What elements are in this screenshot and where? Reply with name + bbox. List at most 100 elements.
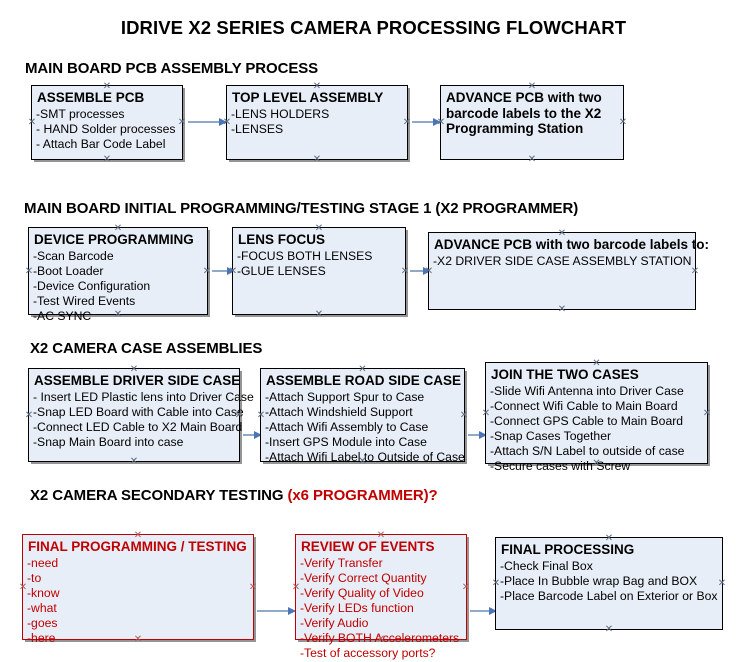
node-advance-pcb-programming-station[interactable]: ADVANCE PCB with two barcode labels to t… [440,85,624,160]
connector-road-case-to-join-cases [468,430,487,439]
node-line: -Scan Barcode [33,248,114,263]
node-line: -Slide Wifi Antenna into Driver Case [490,383,684,398]
section-heading-text: MAIN BOARD PCB ASSEMBLY PROCESS [25,60,319,77]
node-title: LENS FOCUS [238,232,326,247]
node-line: -Verify Correct Quantity [300,570,427,585]
node-line: -SMT processes [36,106,125,121]
node-line: -Test Wired Events [33,293,136,308]
node-lines: -FOCUS BOTH LENSES -GLUE LENSES [233,249,405,280]
node-line: -Snap Cases Together [490,428,612,443]
node-lines: -Slide Wifi Antenna into Driver Case -Co… [486,384,707,474]
node-lines: -Check Final Box -Place In Bubble wrap B… [496,559,722,605]
node-line: -Connect Wifi Cable to Main Board [490,398,678,413]
node-title: DEVICE PROGRAMMING [34,232,194,247]
node-top-level-assembly[interactable]: TOP LEVEL ASSEMBLY -LENS HOLDERS -LENSES [226,85,408,160]
handle-bottom[interactable] [558,305,567,314]
node-device-programming[interactable]: DEVICE PROGRAMMING -Scan Barcode -Boot L… [28,227,208,323]
connector-top-level-to-advance-pcb [412,117,441,126]
node-line: -to [27,570,42,585]
node-line: -Place Barcode Label on Exterior or Box [500,589,718,604]
node-line: -Check Final Box [500,558,593,573]
handle-bottom[interactable] [605,625,614,634]
node-line: -Snap LED Board with Cable into Case [33,404,244,419]
section-heading-secondary-testing: X2 CAMERA SECONDARY TESTING (x6 PROGRAMM… [30,487,438,504]
node-title: JOIN THE TWO CASES [491,367,639,382]
node-line: -Snap Main Board into case [33,434,184,449]
node-assemble-driver-side-case[interactable]: ASSEMBLE DRIVER SIDE CASE - Insert LED P… [28,368,254,462]
node-title: REVIEW OF EVENTS [301,539,435,554]
node-line: -Attach Wifi Assembly to Case [265,419,429,434]
node-line: -AC SYNC [33,308,92,323]
node-title: FINAL PROGRAMMING / TESTING [28,539,247,554]
node-line: -Attach Windshield Support [265,404,413,419]
node-line: -Device Configuration [33,278,151,293]
node-line-overflow: -Test of accessory ports? [300,645,436,660]
node-title: ADVANCE PCB with two barcode labels to: [434,237,710,252]
handle-bottom[interactable] [103,155,112,164]
node-title: ASSEMBLE ROAD SIDE CASE [266,373,462,388]
section-heading-pcb-assembly: MAIN BOARD PCB ASSEMBLY PROCESS [25,60,318,77]
section-heading-accent: (x6 PROGRAMMER)? [287,487,438,504]
node-line: - Insert LED Plastic lens into Driver Ca… [33,389,254,404]
node-line: -know [27,585,60,600]
node-lines: - Insert LED Plastic lens into Driver Ca… [29,389,254,450]
handle-bottom[interactable] [315,310,324,319]
node-lines: -Scan Barcode -Boot Loader -Device Confi… [29,249,207,324]
node-line: -Verify LEDs function [300,600,414,615]
connector-device-programming-to-lens-focus [212,266,235,275]
node-line: -Place In Bubble wrap Bag and BOX [500,573,698,588]
node-title: FINAL PROCESSING [501,542,635,557]
node-advance-pcb-driver-side[interactable]: ADVANCE PCB with two barcode labels to: … [428,232,710,310]
node-lines: -Attach Support Spur to Case -Attach Win… [261,390,465,465]
node-line: -Connect LED Cable to X2 Main Board [33,419,243,434]
node-line: -Connect GPS Cable to Main Board [490,413,684,428]
connector-driver-case-to-road-case [243,430,262,439]
node-lines: -SMT processes - HAND Solder processes -… [32,107,182,153]
node-line: -LENSES [231,121,284,136]
node-line: -what [27,600,57,615]
connector-final-programming-to-review-events [257,606,296,615]
node-title: TOP LEVEL ASSEMBLY [232,90,384,105]
section-heading-case-assemblies: X2 CAMERA CASE ASSEMBLIES [30,340,262,357]
section-heading-text: X2 CAMERA SECONDARY TESTING [30,487,284,504]
node-title: ASSEMBLE DRIVER SIDE CASE [34,373,241,388]
node-title: ASSEMBLE PCB [37,90,145,105]
node-title: ADVANCE PCB with two barcode labels to t… [446,90,602,136]
node-line: -Secure cases with Screw [490,458,631,473]
section-heading-text: MAIN BOARD INITIAL PROGRAMMING/TESTING S… [24,200,579,217]
handle-bottom[interactable] [313,155,322,164]
page-title: IDRIVE X2 SERIES CAMERA PROCESSING FLOWC… [120,17,627,38]
node-line: -FOCUS BOTH LENSES [237,248,373,263]
node-lens-focus[interactable]: LENS FOCUS -FOCUS BOTH LENSES -GLUE LENS… [232,227,406,315]
node-line: -Attach S/N Label to outside of case [490,443,685,458]
node-final-programming-testing[interactable]: FINAL PROGRAMMING / TESTING -need -to -k… [22,534,254,645]
node-line: -Verify BOTH Accelerometers [300,630,460,645]
node-lines: -X2 DRIVER SIDE CASE ASSEMBLY STATION [429,254,695,269]
node-lines: -LENS HOLDERS -LENSES [227,107,407,138]
connector-lens-focus-to-advance-pcb [410,266,431,275]
node-line: -LENS HOLDERS [231,106,330,121]
node-line: -X2 DRIVER SIDE CASE ASSEMBLY STATION [433,253,692,268]
node-assemble-pcb[interactable]: ASSEMBLE PCB -SMT processes - HAND Solde… [31,85,183,160]
node-line: -goes [27,615,58,630]
node-line: -GLUE LENSES [237,263,326,278]
node-line: -Insert GPS Module into Case [265,434,427,449]
node-join-the-two-cases[interactable]: JOIN THE TWO CASES -Slide Wifi Antenna i… [485,362,708,473]
section-heading-initial-programming: MAIN BOARD INITIAL PROGRAMMING/TESTING S… [24,200,578,217]
node-line: -here [27,630,56,645]
node-line: -Attach Wifi Label to Outside of Case [265,449,465,464]
node-final-processing[interactable]: FINAL PROCESSING -Check Final Box -Place… [495,537,723,630]
node-line: -Verify Quality of Video [300,585,424,600]
node-lines: -need -to -know -what -goes -here [23,556,253,646]
node-assemble-road-side-case[interactable]: ASSEMBLE ROAD SIDE CASE -Attach Support … [260,368,465,465]
handle-bottom[interactable] [130,457,139,466]
node-review-of-events[interactable]: REVIEW OF EVENTS -Verify Transfer -Verif… [295,534,467,660]
node-line: - HAND Solder processes [36,121,176,136]
connector-assemble-pcb-to-top-level [188,117,227,126]
connector-review-events-to-final-processing [470,606,497,615]
node-line: -Verify Transfer [300,555,383,570]
node-line: - Attach Bar Code Label [36,137,166,152]
section-heading-text: X2 CAMERA CASE ASSEMBLIES [30,340,263,357]
handle-bottom[interactable] [528,155,537,164]
